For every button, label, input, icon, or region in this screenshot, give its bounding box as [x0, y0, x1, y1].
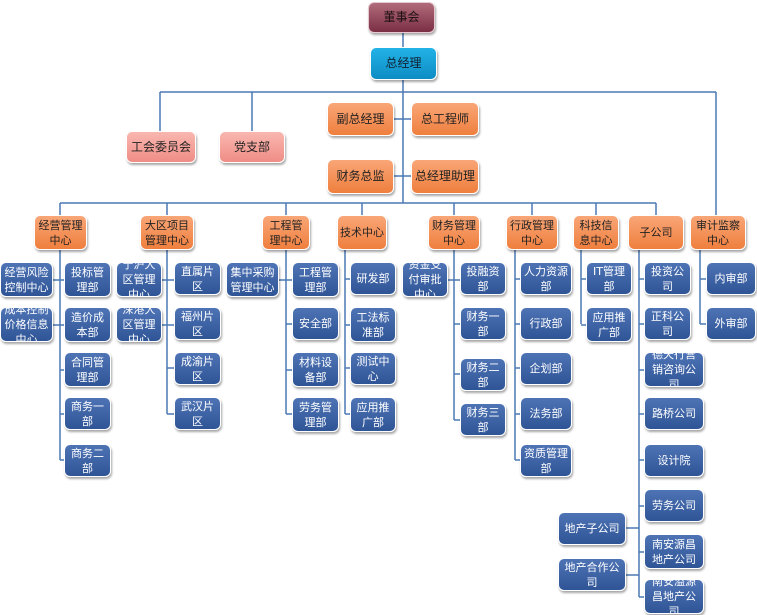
dept-direct-area[interactable]: 直属片区 — [174, 262, 221, 295]
center-business-mgmt[interactable]: 经营管理中心 — [34, 215, 87, 250]
dept-rnd[interactable]: 研发部 — [350, 262, 396, 295]
dept-internal-audit[interactable]: 内审部 — [706, 262, 756, 295]
dept-labor-co[interactable]: 劳务公司 — [644, 489, 704, 522]
sub-real-estate-partner[interactable]: 地产合作公司 — [558, 558, 626, 591]
center-engineering-mgmt[interactable]: 工程管理中心 — [262, 215, 310, 250]
sub-ninghu-region[interactable]: 宁沪大区管理中心 — [116, 262, 162, 297]
dept-materials[interactable]: 材料设备部 — [292, 352, 339, 387]
dept-detianxing-co[interactable]: 德天行营销咨询公司 — [644, 352, 704, 387]
center-audit-supervision[interactable]: 审计监察中心 — [690, 215, 746, 250]
general-manager[interactable]: 总经理 — [370, 47, 437, 80]
dept-commerce-2[interactable]: 商务二部 — [64, 444, 111, 477]
dept-qualification[interactable]: 资质管理部 — [520, 444, 572, 477]
cfo[interactable]: 财务总监 — [327, 159, 394, 194]
dept-cost[interactable]: 造价成本部 — [64, 307, 111, 342]
deputy-gm[interactable]: 副总经理 — [327, 102, 394, 136]
dept-zhengke-co[interactable]: 正科公司 — [644, 307, 691, 340]
sub-cost-price-info[interactable]: 成本控制价格信息中心 — [0, 307, 53, 342]
dept-admin[interactable]: 行政部 — [520, 307, 572, 340]
union-committee[interactable]: 工会委员会 — [126, 131, 196, 163]
sub-real-estate-subsidiary[interactable]: 地产子公司 — [558, 512, 626, 545]
dept-app-promotion[interactable]: 应用推广部 — [586, 307, 632, 342]
sub-payment-approval[interactable]: 资金支付审批中心 — [402, 262, 448, 297]
dept-finance-2[interactable]: 财务二部 — [460, 358, 506, 391]
dept-investment-finance[interactable]: 投融资部 — [460, 262, 506, 295]
dept-finance-1[interactable]: 财务一部 — [460, 307, 506, 340]
dept-finance-3[interactable]: 财务三部 — [460, 403, 506, 436]
sub-shengang-region[interactable]: 深港大区管理中心 — [116, 307, 162, 342]
dept-commerce-1[interactable]: 商务一部 — [64, 397, 111, 430]
dept-fuzhou-area[interactable]: 福州片区 — [174, 307, 221, 340]
board-of-directors[interactable]: 董事会 — [368, 2, 435, 33]
dept-engineering[interactable]: 工程管理部 — [292, 262, 339, 297]
dept-legal[interactable]: 法务部 — [520, 397, 572, 430]
dept-nanan-yuanchang[interactable]: 南安源昌地产公司 — [644, 534, 704, 569]
dept-design-institute[interactable]: 设计院 — [644, 444, 704, 477]
center-subsidiaries[interactable]: 子公司 — [628, 215, 684, 250]
dept-safety[interactable]: 安全部 — [292, 307, 339, 340]
dept-hr[interactable]: 人力资源部 — [520, 262, 572, 295]
chief-engineer[interactable]: 总工程师 — [411, 102, 479, 136]
dept-labor[interactable]: 劳务管理部 — [292, 397, 339, 432]
dept-tech-promotion[interactable]: 应用推广部 — [350, 397, 396, 432]
center-technology[interactable]: 技术中心 — [337, 215, 387, 250]
dept-contract[interactable]: 合同管理部 — [64, 352, 111, 387]
dept-investment-co[interactable]: 投资公司 — [644, 262, 691, 295]
dept-nanan-yiyuanchang[interactable]: 南安溢源昌地产公司 — [644, 579, 704, 614]
dept-testing[interactable]: 测试中心 — [350, 352, 396, 385]
gm-assistant[interactable]: 总经理助理 — [411, 159, 479, 194]
dept-method-standards[interactable]: 工法标准部 — [350, 307, 396, 342]
sub-business-risk-control[interactable]: 经营风险控制中心 — [0, 262, 53, 297]
center-regional-projects[interactable]: 大区项目管理中心 — [140, 215, 194, 250]
dept-planning[interactable]: 企划部 — [520, 352, 572, 385]
center-admin-mgmt[interactable]: 行政管理中心 — [506, 215, 558, 250]
dept-it[interactable]: IT管理部 — [586, 262, 632, 295]
center-sci-tech-info[interactable]: 科技信息中心 — [573, 215, 619, 250]
dept-chengyu-area[interactable]: 成渝片区 — [174, 352, 221, 385]
party-branch[interactable]: 党支部 — [219, 131, 285, 163]
dept-bidding[interactable]: 投标管理部 — [64, 262, 111, 297]
dept-road-bridge-co[interactable]: 路桥公司 — [644, 397, 704, 430]
sub-central-procurement[interactable]: 集中采购管理中心 — [226, 262, 279, 297]
dept-wuhan-area[interactable]: 武汉片区 — [174, 397, 221, 430]
dept-external-audit[interactable]: 外审部 — [706, 307, 756, 340]
center-finance-mgmt[interactable]: 财务管理中心 — [428, 215, 480, 250]
